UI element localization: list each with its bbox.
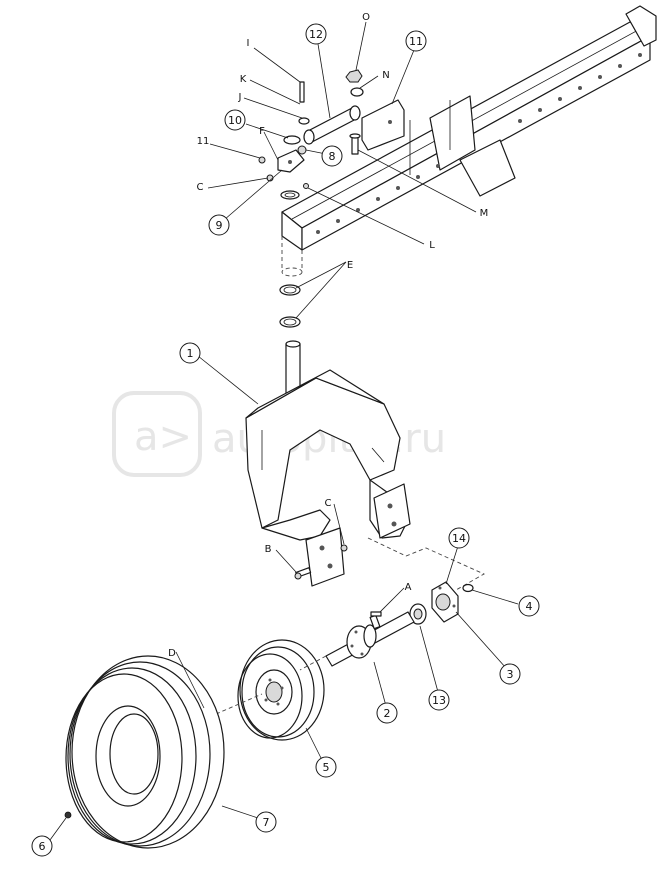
cylinder-12 <box>303 105 361 145</box>
callout-7: 7 <box>255 811 277 833</box>
callout-9: 9 <box>208 214 230 236</box>
spindle-socket-hidden <box>281 236 303 277</box>
axle-hub-2 <box>325 611 415 667</box>
label-I: I <box>247 38 250 49</box>
svg-text:12: 12 <box>309 28 323 41</box>
label-E: E <box>347 260 353 271</box>
label-J: J <box>238 92 242 103</box>
wheel-rim-5 <box>237 639 325 741</box>
svg-text:7: 7 <box>263 816 270 829</box>
label-A: A <box>405 582 412 593</box>
bolt-A <box>370 611 382 617</box>
callout-4: 4 <box>518 595 540 617</box>
callout-14: 14 <box>448 527 470 549</box>
axle-dashed-line-2 <box>299 655 327 671</box>
callout-8: 8 <box>321 145 343 167</box>
bolt-M <box>349 133 361 155</box>
arm-9 <box>277 149 305 173</box>
callout-2: 2 <box>376 702 398 724</box>
tire-7 <box>65 655 225 849</box>
svg-text:8: 8 <box>329 150 336 163</box>
label-F: F <box>259 126 265 137</box>
bearing-13 <box>409 603 427 625</box>
bolt-6 <box>64 811 72 819</box>
axle-dashed-line <box>215 693 263 715</box>
svg-text:6: 6 <box>39 840 46 853</box>
callout-6: 6 <box>31 835 53 857</box>
callout-11: 11 <box>405 30 427 52</box>
svg-text:1: 1 <box>187 347 194 360</box>
washer-N <box>350 87 364 97</box>
frame-beam <box>281 5 657 251</box>
svg-text:9: 9 <box>216 219 223 232</box>
washers-E <box>279 284 301 328</box>
bracket-11 <box>361 99 405 151</box>
label-D: D <box>168 648 176 659</box>
label-K: K <box>240 74 247 85</box>
svg-text:13: 13 <box>432 694 446 707</box>
label-11: 11 <box>197 136 210 147</box>
label-B: B <box>265 544 272 555</box>
svg-text:2: 2 <box>384 707 391 720</box>
leader-lines <box>49 21 519 841</box>
callout-12: 12 <box>305 23 327 45</box>
bearing-housing-3 <box>431 581 459 623</box>
svg-text:14: 14 <box>452 532 466 545</box>
fitting-8 <box>297 145 307 155</box>
bolt-B <box>294 567 312 580</box>
callout-5: 5 <box>315 756 337 778</box>
label-C-lower: C <box>325 498 332 509</box>
pin-K <box>299 81 305 103</box>
label-N: N <box>382 70 389 81</box>
nut-O <box>345 69 363 83</box>
assembly-dashed-path <box>367 537 485 591</box>
svg-text:11: 11 <box>409 35 423 48</box>
seal-10 <box>283 135 301 145</box>
fork-yoke-1 <box>245 340 411 587</box>
svg-text:5: 5 <box>323 761 330 774</box>
svg-text:4: 4 <box>526 600 533 613</box>
grease-zerk-11 <box>258 156 266 164</box>
washer-L <box>280 183 309 200</box>
autopiter-logo-icon <box>112 391 202 477</box>
svg-text:10: 10 <box>228 114 242 127</box>
callout-10: 10 <box>224 109 246 131</box>
nut-C-lower <box>340 544 348 552</box>
ring-4 <box>462 583 474 593</box>
callout-1: 1 <box>179 342 201 364</box>
label-M: M <box>480 208 489 219</box>
washer-J <box>298 117 310 125</box>
label-C-top: C <box>197 182 204 193</box>
callout-13: 13 <box>428 689 450 711</box>
label-L: L <box>429 240 435 251</box>
svg-text:3: 3 <box>507 668 514 681</box>
watermark-logo-glyph: a> <box>134 414 192 460</box>
callout-3: 3 <box>499 663 521 685</box>
beam-holes <box>316 53 642 234</box>
label-O: O <box>362 12 370 23</box>
